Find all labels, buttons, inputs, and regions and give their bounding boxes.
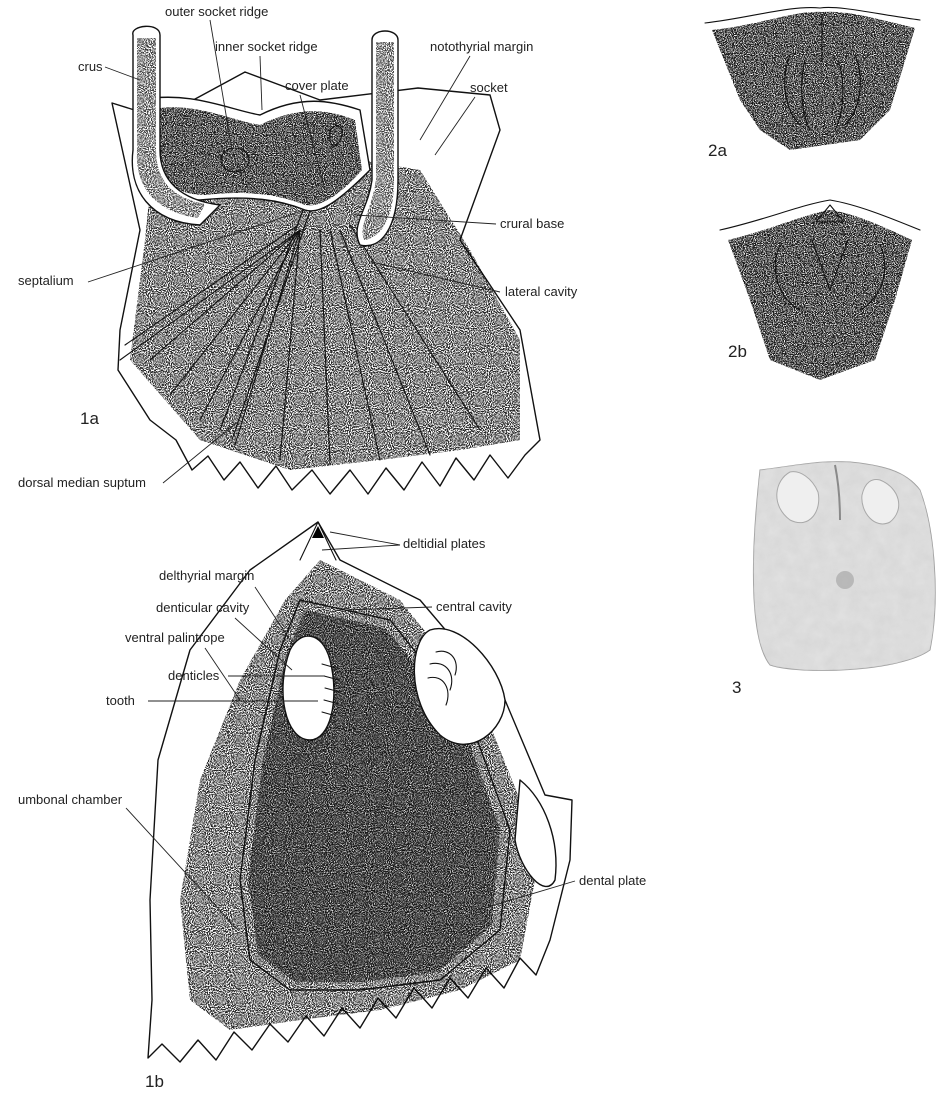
- label-dorsal-median-septum: dorsal median suptum: [18, 475, 146, 490]
- figure-1a-drawing: [112, 26, 540, 494]
- label-central-cavity: central cavity: [436, 599, 512, 614]
- label-notothyrial-margin: notothyrial margin: [430, 39, 533, 54]
- figure-number-3: 3: [732, 678, 741, 697]
- label-tooth: tooth: [106, 693, 135, 708]
- label-inner-socket-ridge: inner socket ridge: [215, 39, 318, 54]
- label-umbonal-chamber: umbonal chamber: [18, 792, 123, 807]
- figure-3-photo: [753, 462, 935, 671]
- figure-number-2a: 2a: [708, 141, 727, 160]
- label-deltidial-plates: deltidial plates: [403, 536, 486, 551]
- figure-2a-drawing: [705, 7, 920, 150]
- label-ventral-palintrope: ventral palintrope: [125, 630, 225, 645]
- figure-number-1b: 1b: [145, 1072, 164, 1091]
- label-outer-socket-ridge: outer socket ridge: [165, 4, 268, 19]
- label-lateral-cavity: lateral cavity: [505, 284, 578, 299]
- figure-2b-drawing: [720, 200, 920, 380]
- label-crural-base: crural base: [500, 216, 564, 231]
- label-denticles: denticles: [168, 668, 220, 683]
- figure-number-2b: 2b: [728, 342, 747, 361]
- figure-number-1a: 1a: [80, 409, 99, 428]
- label-crus: crus: [78, 59, 103, 74]
- label-delthyrial-margin: delthyrial margin: [159, 568, 254, 583]
- label-septalium: septalium: [18, 273, 74, 288]
- label-dental-plate: dental plate: [579, 873, 646, 888]
- label-cover-plate: cover plate: [285, 78, 349, 93]
- label-denticular-cavity: denticular cavity: [156, 600, 250, 615]
- label-socket: socket: [470, 80, 508, 95]
